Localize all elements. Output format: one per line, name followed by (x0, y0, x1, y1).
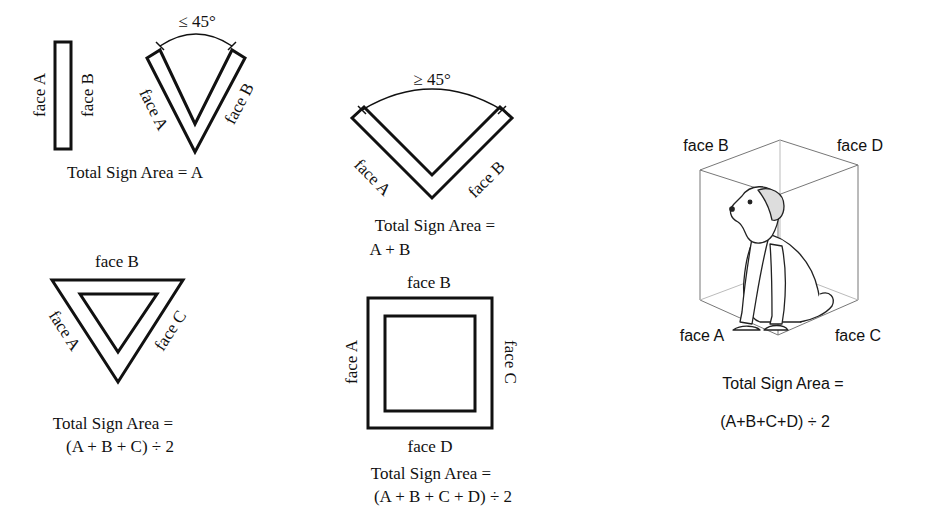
angle-arc (362, 89, 502, 110)
dog-haunch (800, 293, 833, 322)
face-label: face A (31, 73, 50, 117)
face-label: face B (79, 73, 98, 117)
cube-front-edges (700, 165, 858, 335)
area-formula: Total Sign Area = A (67, 164, 203, 183)
flat-sign-bar (55, 42, 71, 149)
face-label: face B (465, 158, 509, 202)
angle-label: ≥ 45° (413, 71, 450, 90)
dog-nose (730, 207, 734, 211)
face-label: face B (407, 274, 451, 293)
face-label: face A (343, 340, 362, 384)
face-label: face C (835, 327, 881, 345)
area-formula: A + B (370, 241, 411, 260)
dog-eye (748, 200, 752, 204)
angle-arc-ticks (358, 106, 506, 114)
face-label: face A (350, 156, 394, 200)
dog-front-leg (770, 244, 785, 324)
area-formula: (A+B+C+D) ÷ 2 (720, 413, 830, 431)
dog-ear (758, 189, 784, 221)
face-label: face D (837, 137, 883, 155)
dog-illustration (730, 187, 833, 330)
face-label: face B (95, 253, 139, 272)
face-label: face B (683, 137, 728, 155)
bounding-cube (700, 140, 858, 335)
face-label: face D (408, 438, 453, 457)
area-formula: Total Sign Area = (371, 465, 491, 484)
dog-paws (733, 326, 788, 331)
area-formula: (A + B + C) ÷ 2 (66, 438, 174, 457)
angle-arc-ticks (156, 42, 236, 50)
face-label: face A (680, 327, 724, 345)
face-label: face C (501, 340, 520, 384)
area-formula: Total Sign Area = (722, 375, 843, 393)
dog-front-leg (740, 238, 768, 324)
area-formula: Total Sign Area = (53, 415, 173, 434)
area-formula: (A + B + C + D) ÷ 2 (374, 488, 512, 507)
angle-arc (160, 34, 232, 46)
area-formula: Total Sign Area = (375, 217, 495, 236)
square-sign (368, 298, 492, 428)
angle-label: ≤ 45° (178, 13, 215, 32)
